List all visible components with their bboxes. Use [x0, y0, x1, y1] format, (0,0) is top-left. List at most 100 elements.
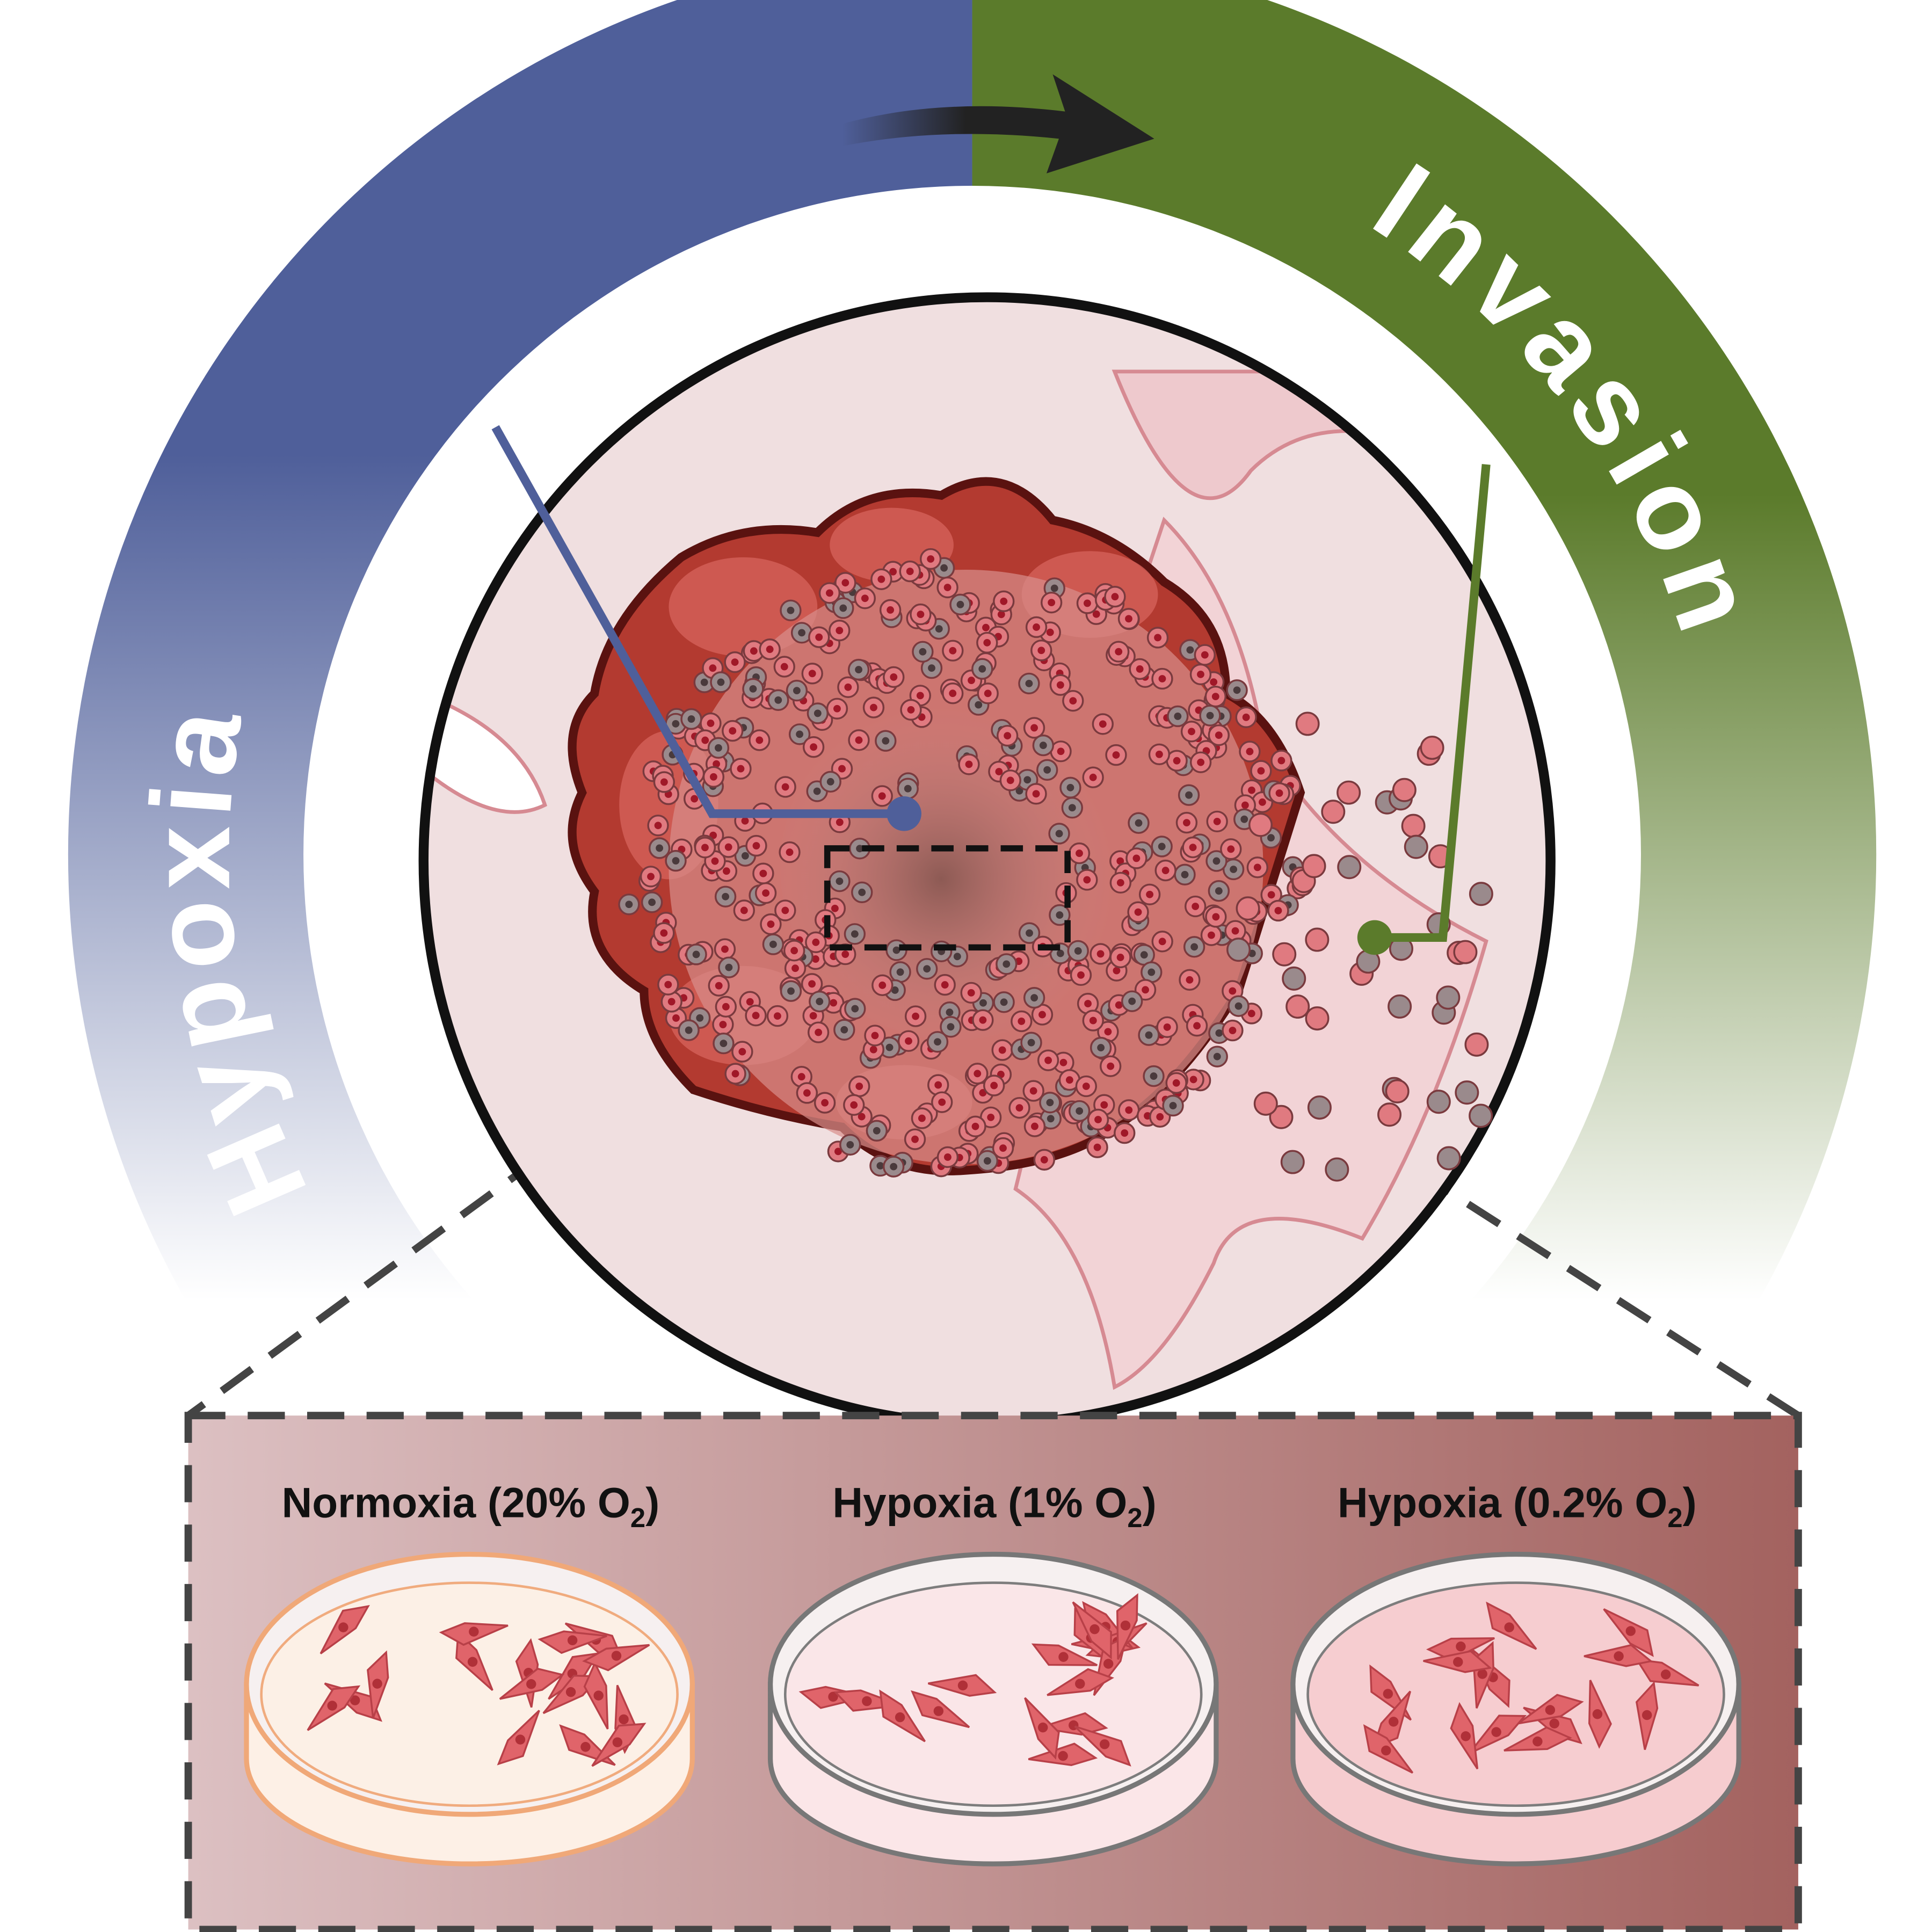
cell-nucleus — [1172, 1079, 1180, 1087]
cell-nucleus — [1113, 967, 1121, 975]
cell-nucleus — [821, 1099, 829, 1107]
cell-nucleus — [1037, 1722, 1048, 1733]
cell-nucleus — [664, 980, 672, 989]
cell-nucleus — [943, 584, 952, 591]
cell-nucleus — [1135, 819, 1143, 827]
cell-nucleus — [1146, 890, 1154, 898]
cell-nucleus — [1461, 1731, 1471, 1741]
invasion-arc — [972, 0, 1877, 1363]
cell-nucleus — [1003, 960, 1011, 968]
cell-nucleus — [1277, 757, 1285, 765]
cell-nucleus — [1089, 1016, 1097, 1025]
cell-nucleus — [808, 670, 816, 678]
culture-conditions-panel: Normoxia (20% O2)Hypoxia (1% O2)Hypoxia … — [184, 1412, 1802, 1932]
cell-nucleus — [724, 843, 732, 851]
cell-nucleus — [935, 625, 943, 633]
cell-nucleus — [1025, 679, 1033, 687]
cell-nucleus — [990, 1081, 998, 1090]
cell-nucleus — [934, 1038, 941, 1046]
cell-nucleus — [1229, 1027, 1237, 1034]
cell-nucleus — [809, 1012, 817, 1020]
cell-nucleus — [1231, 927, 1239, 935]
cell-nucleus — [987, 1113, 995, 1121]
cell-nucleus — [949, 689, 957, 698]
cell-nucleus — [567, 1635, 578, 1645]
cell-nucleus — [855, 1083, 863, 1090]
cell-nucleus — [725, 963, 733, 971]
cell-nucleus — [711, 857, 719, 865]
cell-nucleus — [855, 666, 863, 674]
cell-nucleus — [890, 673, 898, 681]
cell-nucleus — [1125, 1106, 1133, 1114]
cell-nucleus — [834, 1147, 842, 1156]
cell-nucleus — [1128, 997, 1136, 1005]
cell-nucleus — [871, 1032, 879, 1040]
cell-nucleus — [1186, 976, 1194, 984]
invading-cell — [1453, 940, 1478, 964]
cell-nucleus — [878, 981, 887, 989]
invading-cell — [1404, 834, 1428, 859]
cell-nucleus — [826, 778, 834, 786]
cell-nucleus — [1163, 1023, 1171, 1031]
cell-nucleus — [1614, 1651, 1624, 1661]
cell-nucleus — [933, 1706, 944, 1716]
cell-nucleus — [1267, 834, 1275, 842]
cell-nucleus — [469, 1626, 479, 1637]
cell-nucleus — [696, 1014, 704, 1022]
cell-nucleus — [722, 892, 730, 900]
cell-nucleus — [836, 818, 844, 826]
cell-nucleus — [1230, 866, 1238, 873]
cell-nucleus — [814, 709, 822, 717]
zoom-region-box — [824, 845, 1071, 951]
cell-nucleus — [896, 968, 904, 976]
cell-nucleus — [791, 964, 799, 972]
cell-nucleus — [767, 920, 775, 928]
cell-nucleus — [1096, 950, 1105, 958]
cell-nucleus — [946, 1008, 954, 1016]
cell-nucleus — [1082, 1083, 1090, 1090]
cell-nucleus — [862, 1696, 872, 1706]
cell-nucleus — [722, 867, 730, 875]
cell-nucleus — [720, 1040, 728, 1048]
curved-arrow-right-icon — [842, 74, 1154, 173]
cell-nucleus — [1027, 1038, 1035, 1047]
cell-nucleus — [831, 904, 839, 912]
cell-nucleus — [1158, 675, 1166, 682]
cell-nucleus — [647, 873, 655, 881]
cell-nucleus — [974, 1070, 982, 1078]
cell-nucleus — [692, 950, 700, 958]
cell-nucleus — [1006, 776, 1014, 785]
cell-nucleus — [1056, 949, 1064, 957]
cell-nucleus — [1103, 1659, 1114, 1669]
invading-cell — [1377, 1102, 1402, 1127]
cell-nucleus — [851, 930, 859, 938]
cell-nucleus — [941, 981, 949, 989]
cell-nucleus — [916, 692, 924, 700]
cell-nucleus — [971, 1122, 979, 1130]
cell-nucleus — [752, 842, 760, 849]
cell-nucleus — [1206, 711, 1214, 720]
cell-nucleus — [1004, 732, 1012, 740]
cell-nucleus — [660, 929, 668, 937]
cell-nucleus — [947, 1023, 955, 1031]
condition-label: Hypoxia (1% O2) — [832, 1479, 1156, 1532]
cell-nucleus — [1212, 857, 1221, 865]
cell-nucleus — [1183, 819, 1190, 827]
cell-nucleus — [1660, 1669, 1671, 1680]
cell-nucleus — [1111, 593, 1119, 601]
cell-nucleus — [1201, 651, 1209, 659]
cell-nucleus — [873, 1127, 881, 1135]
cell-nucleus — [856, 845, 864, 853]
cell-nucleus — [944, 1153, 952, 1161]
cell-nucleus — [828, 1691, 838, 1702]
cell-nucleus — [580, 1741, 591, 1752]
cell-nucleus — [741, 817, 749, 825]
cell-nucleus — [701, 736, 709, 744]
cell-nucleus — [1018, 1018, 1026, 1025]
cell-nucleus — [787, 606, 795, 614]
cell-nucleus — [911, 1135, 919, 1143]
cell-nucleus — [1258, 798, 1266, 806]
cell-nucleus — [1156, 1113, 1164, 1121]
cell-nucleus — [836, 877, 844, 885]
cell-nucleus — [1136, 665, 1144, 673]
